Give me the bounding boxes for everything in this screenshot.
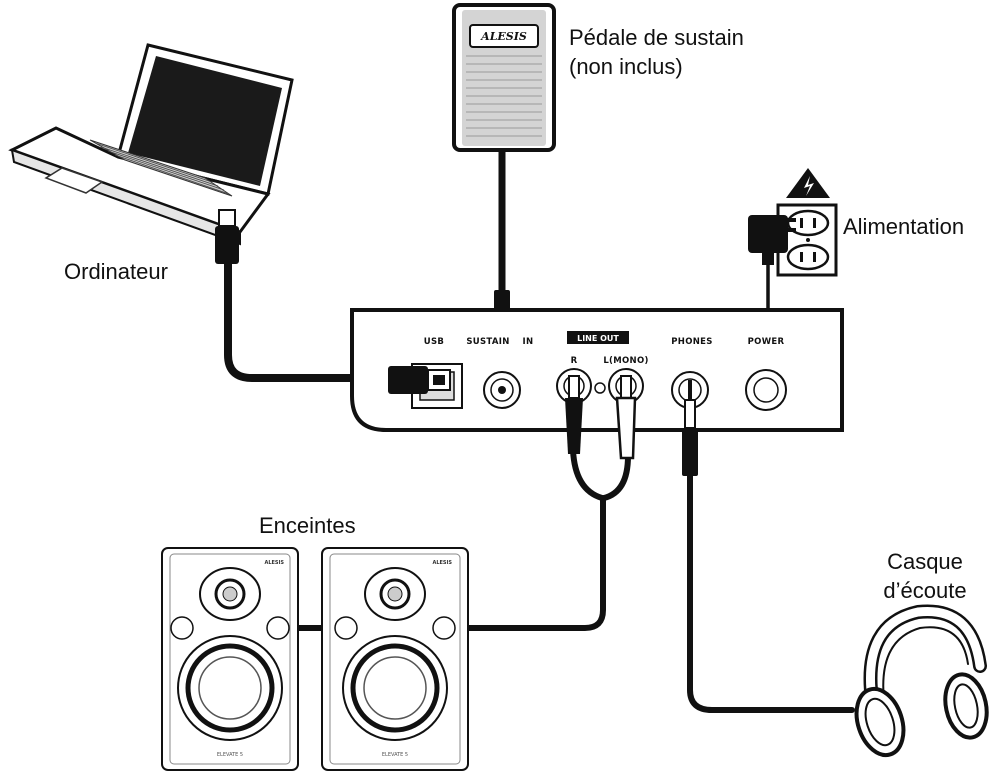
usb-cable	[224, 258, 396, 382]
speaker-right-icon: ALESIS ELEVATE 5	[321, 547, 469, 771]
line-out-l-label: L(MONO)	[603, 356, 648, 366]
laptop-icon	[8, 43, 294, 246]
sustain-port-label-suffix: IN	[523, 337, 534, 347]
speakers-label: Enceintes	[259, 513, 356, 538]
usb-b-plug-icon	[388, 366, 451, 394]
sustain-pedal-label: Pédale de sustain	[569, 25, 744, 50]
computer-label: Ordinateur	[64, 259, 168, 284]
power-supply-label: Alimentation	[843, 214, 965, 239]
power-port-label: POWER	[748, 337, 785, 347]
usb-port-label: USB	[424, 337, 444, 347]
sustain-pedal-icon: ALESIS	[452, 3, 556, 152]
rca-plug-l-icon	[615, 375, 637, 460]
speaker-right-model: ELEVATE 5	[382, 752, 408, 758]
cables	[224, 144, 855, 713]
sustain-pedal-note: (non inclus)	[569, 54, 683, 79]
sustain-port-label: SUSTAIN	[466, 337, 509, 347]
speaker-left-icon: ALESIS ELEVATE 5	[161, 547, 299, 771]
speaker-left-model: ELEVATE 5	[217, 752, 243, 758]
power-adapter-icon	[748, 215, 796, 265]
headphones-label-line1: Casque	[887, 549, 963, 574]
rca-cable-r	[570, 447, 605, 501]
headphones-icon	[854, 604, 989, 758]
speaker-cable	[465, 495, 606, 631]
speaker-right-brand: ALESIS	[432, 560, 452, 566]
line-out-r-label: R	[571, 356, 578, 366]
headphones-label-line2: d’écoute	[883, 578, 967, 603]
rca-cable-l	[601, 453, 631, 501]
rear-panel: USB SUSTAIN IN LINE OUT R L(MONO)	[350, 308, 844, 476]
phones-port-label: PHONES	[671, 337, 712, 347]
pedal-brand-label: ALESIS	[480, 30, 527, 43]
power-jack-icon	[745, 369, 787, 411]
speaker-left-brand: ALESIS	[264, 560, 284, 566]
line-out-label: LINE OUT	[577, 334, 619, 343]
phones-plug-icon	[682, 380, 698, 476]
rca-plug-r-icon	[565, 375, 583, 454]
usb-plug-icon	[215, 209, 239, 264]
line-out-header: LINE OUT	[567, 331, 629, 344]
warning-icon	[786, 168, 830, 198]
sustain-jack-icon	[483, 371, 521, 409]
headphone-cable	[687, 469, 855, 713]
